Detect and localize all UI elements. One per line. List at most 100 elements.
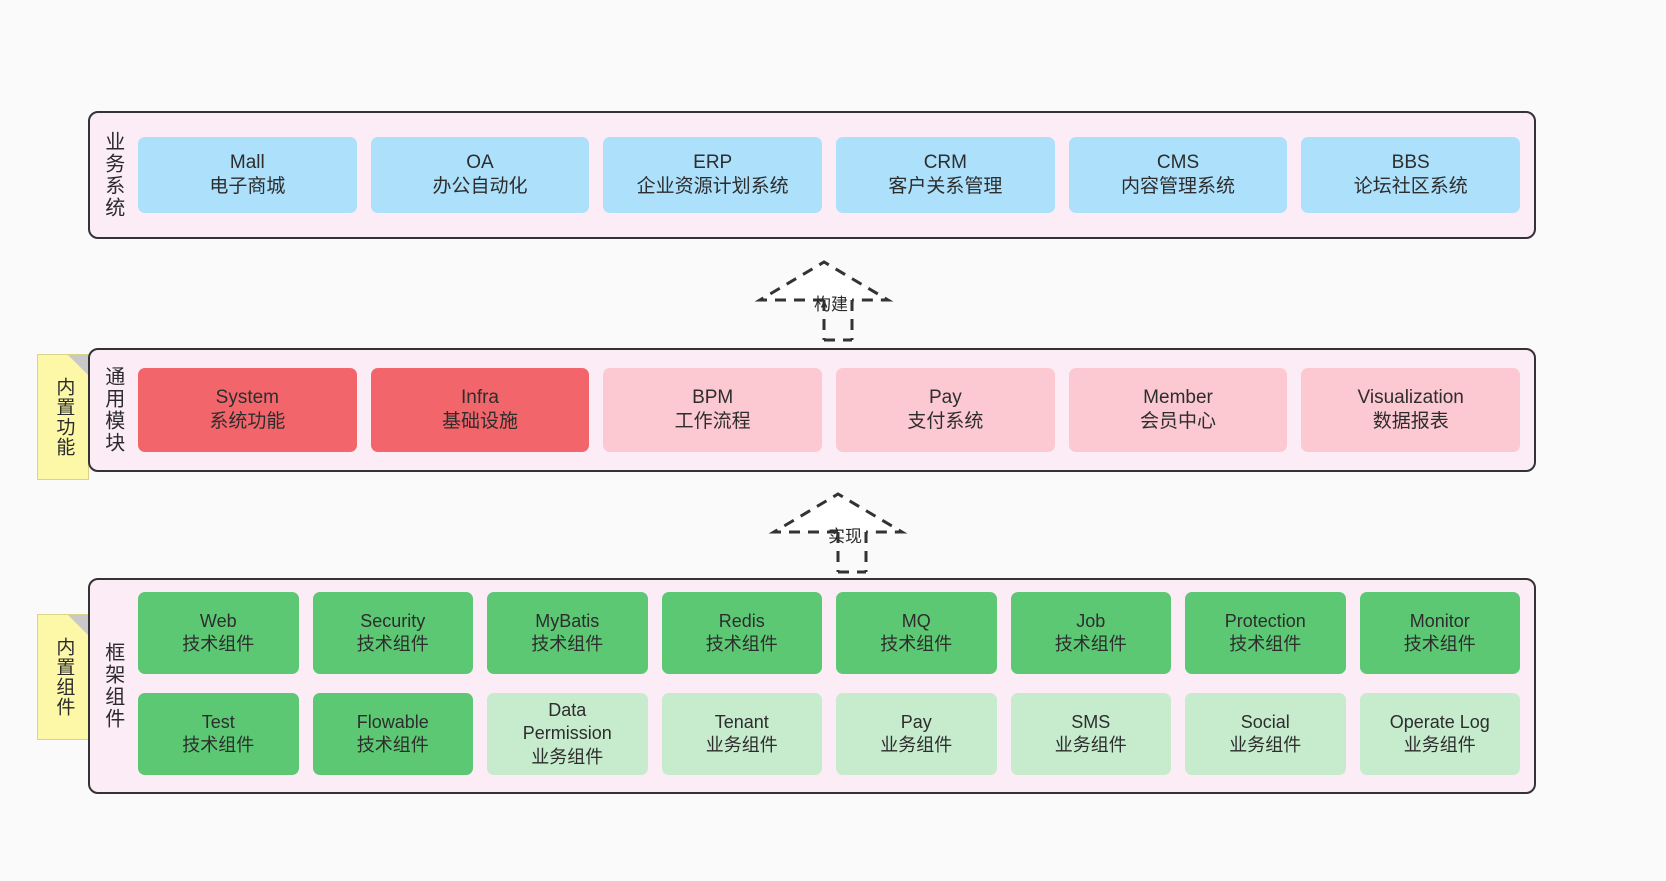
- card-pay-component-name: Pay: [900, 711, 932, 732]
- card-pay-module-name: Pay: [928, 386, 962, 408]
- card-monitor-name: Monitor: [1409, 610, 1470, 631]
- card-crm[interactable]: CRM 客户关系管理: [836, 137, 1055, 213]
- card-bpm-name: BPM: [692, 386, 734, 408]
- framework-row-technical: Web 技术组件 Security 技术组件 MyBatis 技术组件 Redi…: [138, 592, 1520, 679]
- card-protection[interactable]: Protection 技术组件: [1185, 592, 1346, 674]
- card-mybatis[interactable]: MyBatis 技术组件: [487, 592, 648, 674]
- card-oa-desc: 办公自动化: [432, 176, 528, 197]
- card-erp-desc: 企业资源计划系统: [636, 176, 789, 197]
- card-sms[interactable]: SMS 业务组件: [1010, 693, 1171, 775]
- card-operate-log-desc: 业务组件: [1403, 735, 1476, 755]
- card-data-permission-name2: Permission: [522, 723, 612, 744]
- card-mq[interactable]: MQ 技术组件: [836, 592, 997, 674]
- card-bpm-desc: 工作流程: [674, 411, 751, 432]
- card-flowable-desc: 技术组件: [356, 735, 429, 755]
- card-test-desc: 技术组件: [182, 735, 255, 755]
- card-pay-component[interactable]: Pay 业务组件: [836, 693, 997, 775]
- realize-arrow-icon: [768, 492, 908, 574]
- card-visualization[interactable]: Visualization 数据报表: [1301, 368, 1521, 452]
- card-operate-log[interactable]: Operate Log 业务组件: [1359, 693, 1520, 775]
- card-social-name: Social: [1240, 711, 1290, 732]
- card-mybatis-name: MyBatis: [535, 610, 600, 631]
- layer-body-business-system: Mall 电子商城 OA 办公自动化 ERP 企业资源计划系统 CRM 客户关系…: [134, 113, 1534, 237]
- card-cms-desc: 内容管理系统: [1121, 176, 1236, 197]
- build-arrow-icon: [754, 260, 894, 342]
- card-job-desc: 技术组件: [1054, 634, 1127, 654]
- card-pay-module-desc: 支付系统: [907, 411, 984, 432]
- card-security[interactable]: Security 技术组件: [312, 592, 473, 674]
- card-pay-component-desc: 业务组件: [880, 735, 953, 755]
- framework-row-business: Test 技术组件 Flowable 技术组件 Data Permission …: [138, 693, 1520, 780]
- card-visualization-desc: 数据报表: [1372, 411, 1449, 432]
- card-redis-name: Redis: [718, 610, 765, 631]
- card-infra-desc: 基础设施: [442, 411, 519, 432]
- card-system-name: System: [215, 386, 280, 408]
- card-web-desc: 技术组件: [182, 634, 255, 654]
- card-security-name: Security: [360, 610, 426, 631]
- card-mybatis-desc: 技术组件: [531, 634, 604, 654]
- card-tenant-name: Tenant: [714, 711, 769, 732]
- card-bpm[interactable]: BPM 工作流程: [603, 368, 823, 452]
- layer-common-module: 通用模块 System 系统功能 Infra 基础设施 BPM 工作流程 Pay…: [88, 348, 1536, 472]
- card-web[interactable]: Web 技术组件: [138, 592, 299, 674]
- card-member-desc: 会员中心: [1140, 411, 1217, 432]
- card-mall-desc: 电子商城: [209, 176, 286, 197]
- connector-realize: 实现: [766, 490, 926, 574]
- note-builtin-function-label: 内置功能: [53, 377, 75, 457]
- card-protection-name: Protection: [1224, 610, 1306, 631]
- card-erp[interactable]: ERP 企业资源计划系统: [603, 137, 823, 213]
- card-oa[interactable]: OA 办公自动化: [370, 137, 590, 213]
- card-bbs-desc: 论坛社区系统: [1353, 176, 1468, 197]
- connector-build-label: 构建: [814, 295, 848, 314]
- card-redis[interactable]: Redis 技术组件: [661, 592, 822, 674]
- connector-realize-label: 实现: [828, 527, 862, 546]
- card-protection-desc: 技术组件: [1229, 634, 1302, 654]
- card-infra-name: Infra: [460, 386, 500, 408]
- card-data-permission-name: Data: [548, 700, 587, 721]
- card-web-name: Web: [199, 610, 237, 631]
- card-operate-log-name: Operate Log: [1389, 711, 1490, 732]
- card-monitor-desc: 技术组件: [1403, 634, 1476, 654]
- card-erp-name: ERP: [693, 151, 733, 173]
- layer-business-system: 业务系统 Mall 电子商城 OA 办公自动化 ERP 企业资源计划系统 CRM…: [88, 111, 1536, 239]
- card-security-desc: 技术组件: [356, 634, 429, 654]
- card-flowable-name: Flowable: [356, 711, 429, 732]
- note-fold-icon: [68, 615, 88, 635]
- layer-title-framework-component: 框架组件: [101, 642, 124, 730]
- card-member-name: Member: [1143, 386, 1213, 408]
- card-redis-desc: 技术组件: [705, 634, 778, 654]
- card-system[interactable]: System 系统功能: [138, 368, 357, 452]
- card-social[interactable]: Social 业务组件: [1185, 693, 1346, 775]
- card-cms-name: CMS: [1156, 151, 1200, 173]
- layer-framework-component: 框架组件 Web 技术组件 Security 技术组件 MyBatis 技术组件…: [88, 578, 1536, 794]
- card-system-desc: 系统功能: [209, 411, 286, 432]
- card-sms-name: SMS: [1071, 711, 1111, 732]
- connector-build: 构建: [752, 258, 912, 342]
- card-job[interactable]: Job 技术组件: [1010, 592, 1171, 674]
- layer-body-framework-component: Web 技术组件 Security 技术组件 MyBatis 技术组件 Redi…: [134, 580, 1534, 792]
- layer-title-business-system: 业务系统: [101, 131, 124, 219]
- card-sms-desc: 业务组件: [1054, 735, 1127, 755]
- card-tenant[interactable]: Tenant 业务组件: [661, 693, 822, 775]
- card-mall[interactable]: Mall 电子商城: [138, 137, 357, 213]
- layer-body-common-module: System 系统功能 Infra 基础设施 BPM 工作流程 Pay 支付系统…: [134, 350, 1534, 470]
- card-cms[interactable]: CMS 内容管理系统: [1068, 137, 1288, 213]
- card-pay-module[interactable]: Pay 支付系统: [836, 368, 1055, 452]
- card-bbs[interactable]: BBS 论坛社区系统: [1301, 137, 1521, 213]
- note-builtin-component: 内置组件: [37, 614, 89, 740]
- card-infra[interactable]: Infra 基础设施: [370, 368, 590, 452]
- card-test[interactable]: Test 技术组件: [138, 693, 299, 775]
- card-test-name: Test: [201, 711, 235, 732]
- card-mall-name: Mall: [229, 151, 265, 173]
- card-monitor[interactable]: Monitor 技术组件: [1359, 592, 1520, 674]
- card-crm-name: CRM: [923, 151, 967, 173]
- card-data-permission[interactable]: Data Permission 业务组件: [487, 693, 648, 775]
- card-crm-desc: 客户关系管理: [888, 176, 1003, 197]
- card-member[interactable]: Member 会员中心: [1068, 368, 1288, 452]
- card-tenant-desc: 业务组件: [705, 735, 778, 755]
- card-data-permission-desc: 业务组件: [531, 746, 604, 767]
- card-mq-desc: 技术组件: [880, 634, 953, 654]
- card-oa-name: OA: [466, 151, 494, 173]
- card-flowable[interactable]: Flowable 技术组件: [312, 693, 473, 775]
